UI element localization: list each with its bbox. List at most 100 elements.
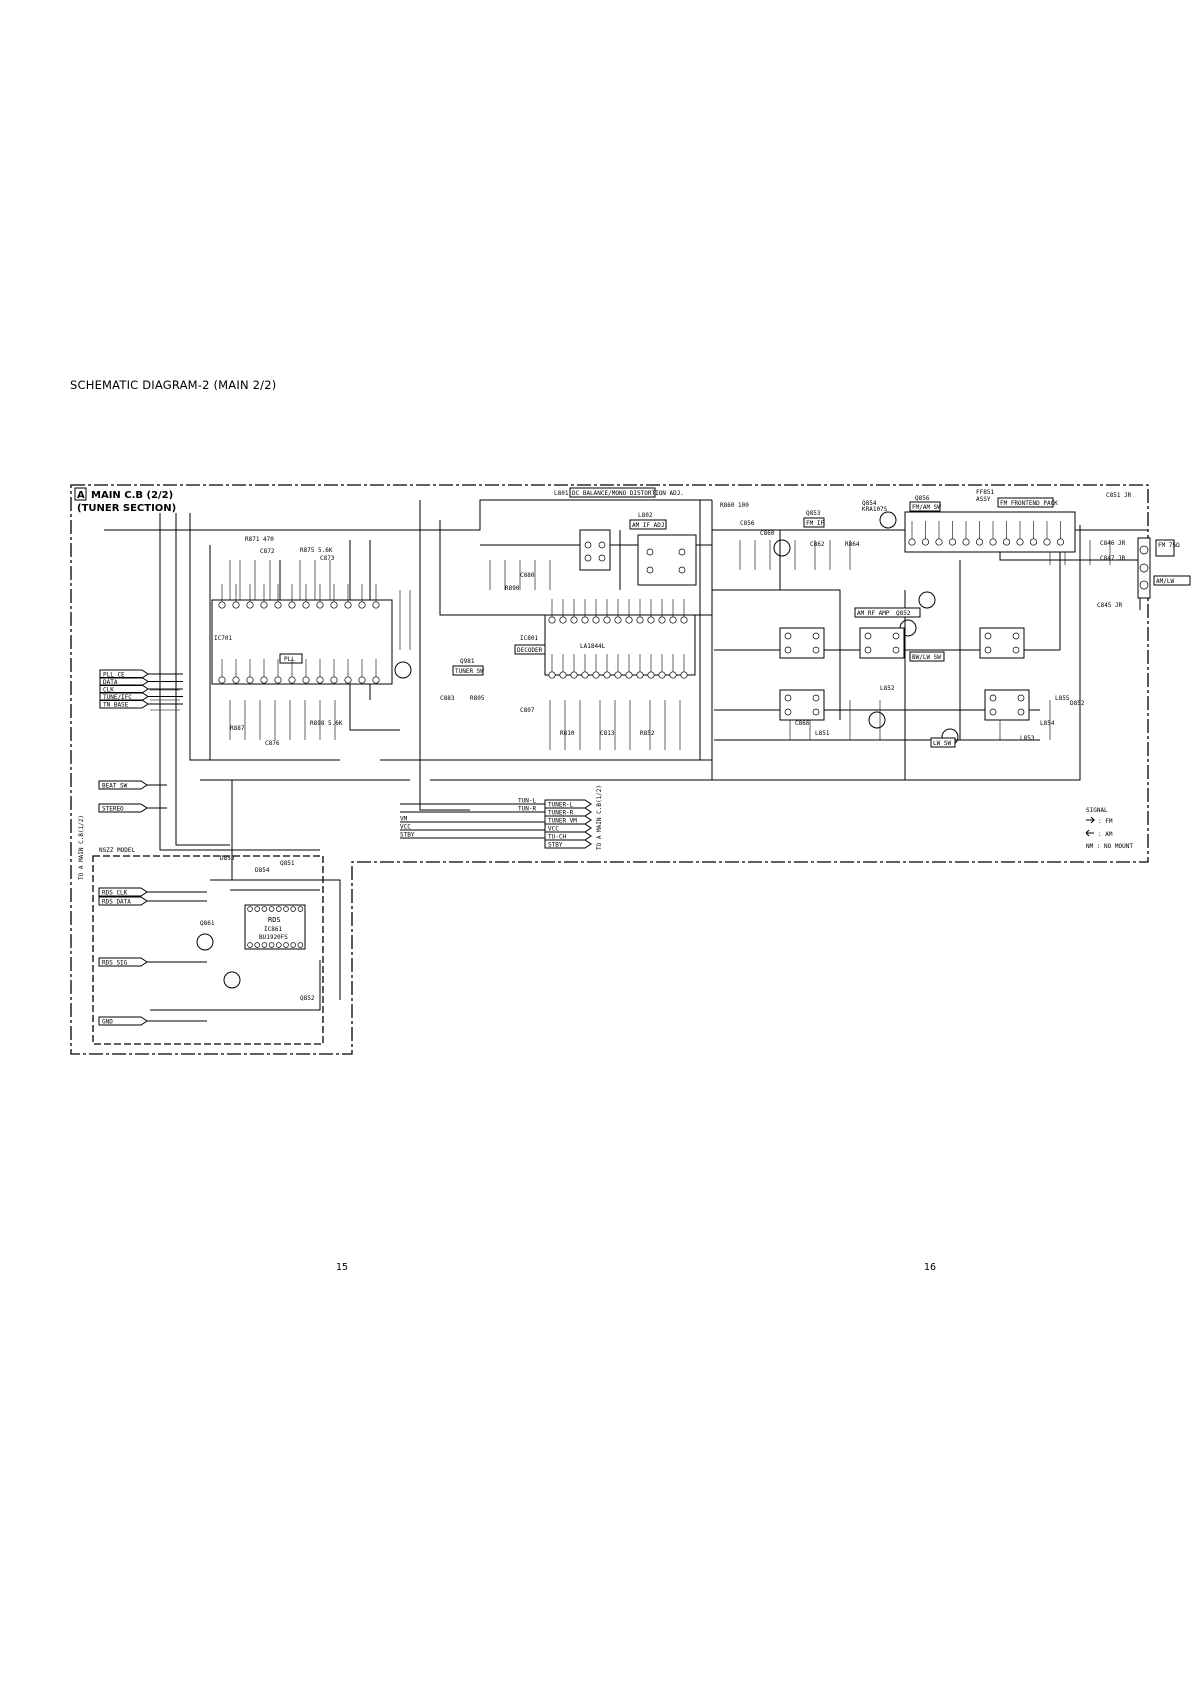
component-label: C860: [760, 530, 775, 537]
ff851-part: ASSY: [976, 496, 991, 503]
rds-connector-label: GND: [102, 1019, 113, 1026]
ff851-desc: FM FRONTEND PACK: [1000, 500, 1058, 507]
l801-label: L801: [554, 490, 569, 497]
rds-connector-label: RDS CLK: [102, 890, 128, 897]
component-label: D852: [1070, 700, 1085, 707]
decoder-pin: [570, 671, 578, 679]
bottom-connector-label: TU-CH: [548, 834, 566, 841]
frontend-pin: [975, 538, 984, 546]
frontend-pin: [1016, 538, 1024, 546]
component-label: R875 5.6K: [300, 547, 333, 554]
bottom-connector: [544, 831, 592, 841]
decoder-label: DECODER: [517, 647, 543, 654]
frontend-pin: [921, 538, 930, 546]
bottom-wire-label: VCC: [400, 824, 411, 831]
frontend-pin: [908, 538, 916, 546]
legend-nm: NM : NO MOUNT: [1086, 843, 1133, 850]
decoder-pin: [658, 616, 666, 624]
bottom-connector-label: TUNER-R: [548, 810, 574, 817]
mid-connector-label: STEREO: [102, 806, 124, 813]
component-label: D853: [220, 855, 235, 862]
decoder-pin: [548, 616, 556, 624]
frontend-pin: [1043, 538, 1051, 546]
left-connector: [99, 699, 149, 709]
component-label: R864: [845, 541, 860, 548]
mid-connector-label: BEAT SW: [102, 783, 128, 790]
l802-label: L802: [638, 512, 653, 519]
decoder-pin: [669, 616, 677, 624]
bottom-connector: [544, 839, 592, 849]
decoder-pin: [614, 616, 622, 624]
pll-pin: [330, 601, 338, 609]
page-number-right: 16: [924, 1262, 937, 1273]
pll-pin: [246, 601, 254, 609]
q861-label: Q861: [200, 920, 215, 927]
legend-title: SIGNAL: [1086, 807, 1108, 814]
coil-block: [779, 627, 825, 659]
pll-pin: [288, 601, 296, 609]
l801-desc: DC BALANCE/MONO DISTORTION ADJ.: [572, 490, 684, 497]
frontend-pin: [935, 538, 943, 546]
pll-pin: [232, 676, 240, 684]
component-label: C876: [265, 740, 280, 747]
rds-desc: RDS: [268, 916, 281, 924]
rds-connector: [98, 887, 148, 897]
bottom-wire-label: VM: [400, 816, 408, 823]
left-connector-label: TUNE/IFC: [103, 694, 132, 701]
component-label: C872: [260, 548, 275, 555]
left-connector: [99, 684, 149, 694]
left-connector: [99, 692, 149, 701]
q856-desc: FM/AM SW: [912, 504, 941, 511]
bottom-connector: [544, 823, 592, 833]
decoder-pin: [548, 671, 556, 679]
fm-frontend-pack: [904, 511, 1076, 553]
frontend-pin: [948, 538, 957, 546]
ic801-part: LA1844L: [580, 643, 606, 650]
left-connector-label: DATA: [103, 679, 118, 686]
frontend-pin: [1002, 538, 1011, 546]
decoder-pin: [647, 671, 655, 679]
decoder-pin: [603, 616, 611, 624]
decoder-pin: [680, 671, 688, 679]
decoder-pin: [625, 671, 633, 679]
pll-pin: [260, 601, 268, 609]
decoder-pin: [559, 616, 567, 624]
component-label: Q851: [280, 860, 295, 867]
ic701-label: IC701: [214, 635, 232, 642]
bottom-wire-label: STBY: [400, 832, 415, 839]
component-label: R887: [230, 725, 245, 732]
component-label: L851: [815, 730, 830, 737]
to-main-left: TO A MAIN C.B(1/2): [78, 815, 85, 880]
ff851-label: FF851: [976, 489, 994, 496]
component-label: L855: [1055, 695, 1070, 702]
component-label: L854: [1040, 720, 1055, 727]
board-id-box: [74, 487, 87, 501]
pll-pin: [358, 601, 366, 609]
to-main-right: TO A MAIN C.B(1/2): [596, 785, 603, 850]
component-label: Q852: [300, 995, 315, 1002]
component-label: C846 JR: [1100, 540, 1126, 547]
component-label: L853: [1020, 735, 1035, 742]
component-label: C845 JR: [1097, 602, 1123, 609]
bottom-connector-label: TUNER-L: [548, 802, 574, 809]
board-section: (TUNER SECTION): [77, 503, 176, 514]
component-label: R871 470: [245, 536, 274, 543]
q853-label: Q853: [806, 510, 821, 517]
pll-pin: [344, 601, 352, 609]
pll-pin: [260, 676, 268, 684]
component-label: R890: [505, 585, 520, 592]
legend-fm: : FM: [1098, 818, 1113, 825]
decoder-pin: [603, 671, 611, 679]
bottom-connector-label: VCC: [548, 826, 559, 833]
nsz-model-box: [92, 855, 324, 1045]
component-label: C880: [520, 572, 535, 579]
legend-am: : AM: [1098, 831, 1113, 838]
coil-block: [979, 627, 1025, 659]
pll-pin: [232, 601, 240, 609]
pll-pin: [344, 676, 352, 684]
bottom-connector: [544, 807, 592, 817]
component-label: C862: [810, 541, 825, 548]
decoder-pin: [625, 616, 633, 624]
bottom-wire-label: TUN-L: [518, 798, 536, 805]
bw-lw-label: BW/LW SW: [912, 654, 941, 661]
